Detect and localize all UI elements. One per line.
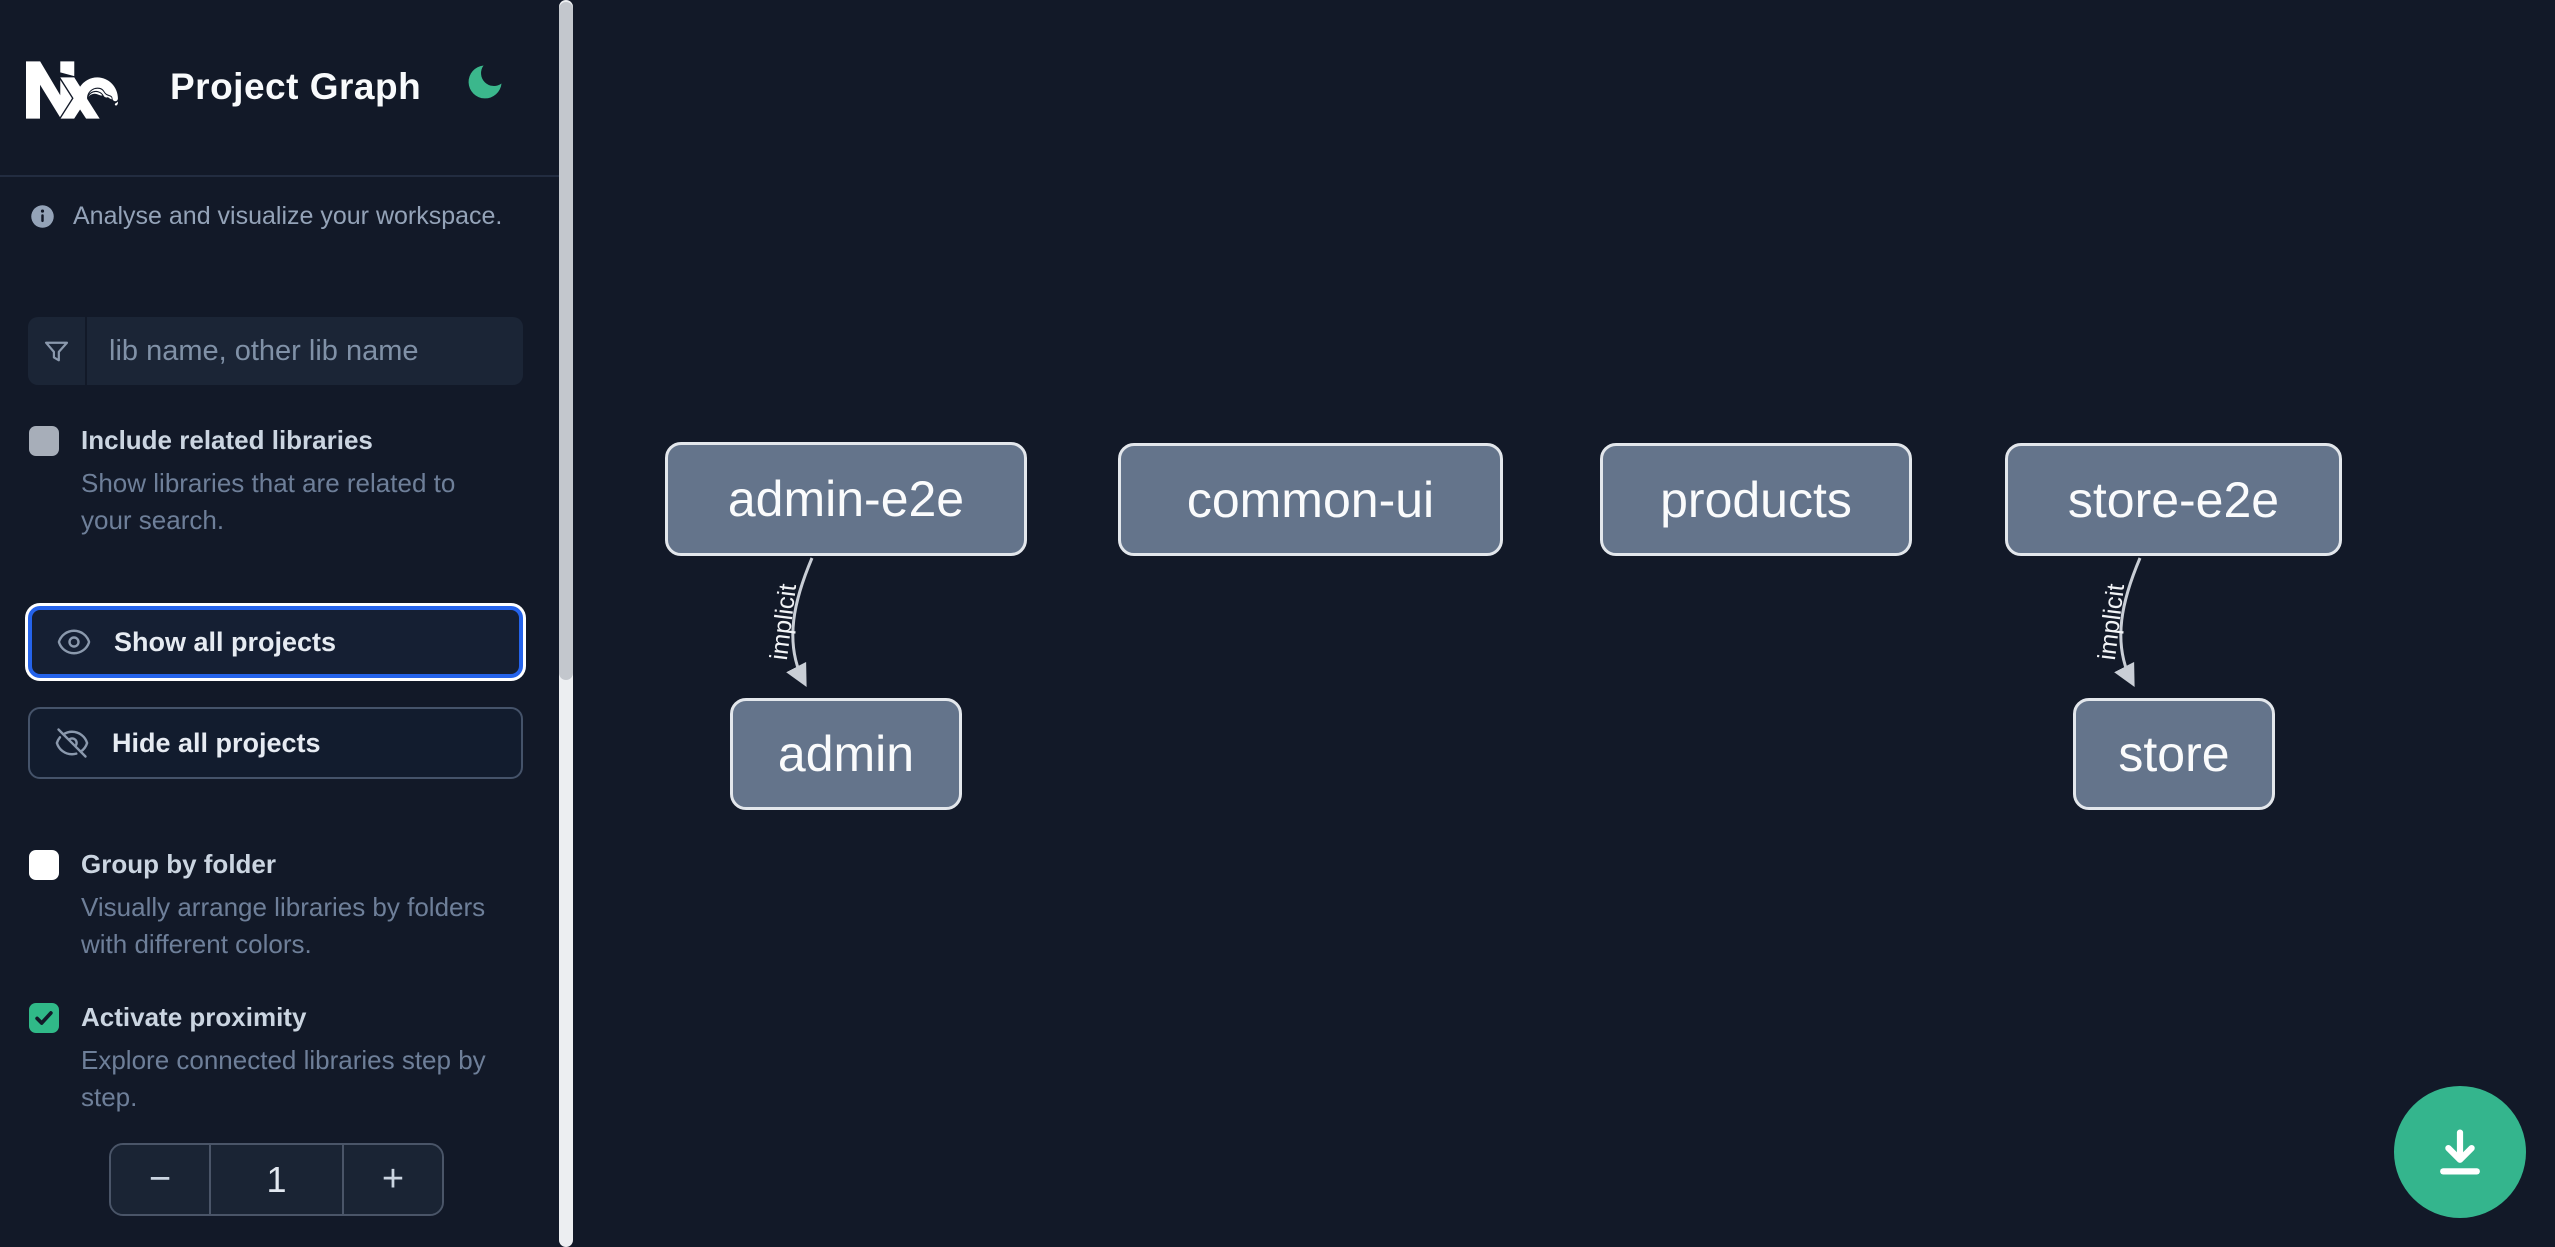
proximity-depth-value: 1 bbox=[209, 1145, 344, 1214]
node-admin[interactable]: admin bbox=[730, 698, 962, 810]
group-by-folder-checkbox[interactable] bbox=[29, 850, 59, 880]
eye-icon bbox=[57, 629, 91, 655]
graph-edges bbox=[786, 557, 2142, 687]
nx-logo bbox=[26, 61, 118, 119]
sidebar-scrollbar-track[interactable] bbox=[559, 0, 573, 1247]
node-products[interactable]: products bbox=[1600, 443, 1912, 556]
workspace-tagline: Analyse and visualize your workspace. bbox=[73, 202, 503, 230]
group-by-folder-description: Visually arrange libraries by folders wi… bbox=[81, 892, 486, 959]
node-store[interactable]: store bbox=[2073, 698, 2275, 810]
graph-canvas[interactable]: implicit implicit admin-e2e common-ui pr… bbox=[573, 0, 2555, 1247]
include-related-checkbox[interactable] bbox=[29, 426, 59, 456]
workspace-tagline-row: Analyse and visualize your workspace. bbox=[29, 202, 502, 231]
sidebar-header: Project Graph bbox=[0, 0, 559, 177]
include-related-label: Include related libraries bbox=[81, 425, 373, 455]
sidebar: Project Graph Analyse and visualize your… bbox=[0, 0, 559, 1247]
show-all-projects-label: Show all projects bbox=[114, 626, 337, 657]
include-related-option: Include related libraries Show libraries… bbox=[29, 424, 511, 539]
edge-store-e2e-store[interactable] bbox=[2114, 557, 2142, 687]
node-common-ui[interactable]: common-ui bbox=[1118, 443, 1503, 556]
decrement-button[interactable]: − bbox=[111, 1145, 209, 1214]
edge-admin-e2e-admin[interactable] bbox=[786, 557, 814, 687]
theme-toggle-button[interactable] bbox=[460, 58, 510, 108]
checkmark-icon bbox=[35, 1011, 53, 1025]
funnel-icon bbox=[28, 317, 87, 385]
include-related-description: Show libraries that are related to your … bbox=[81, 468, 456, 535]
hide-all-projects-button[interactable]: Hide all projects bbox=[28, 707, 523, 779]
show-all-projects-button[interactable]: Show all projects bbox=[28, 606, 523, 678]
download-icon bbox=[2440, 1129, 2480, 1175]
page-title: Project Graph bbox=[170, 66, 422, 107]
activate-proximity-description: Explore connected libraries step by step… bbox=[81, 1045, 486, 1112]
activate-proximity-option: Activate proximity Explore connected lib… bbox=[29, 1001, 511, 1116]
sidebar-scrollbar-thumb[interactable] bbox=[559, 2, 573, 680]
node-admin-e2e[interactable]: admin-e2e bbox=[665, 442, 1027, 556]
node-store-e2e[interactable]: store-e2e bbox=[2005, 443, 2342, 556]
eye-slash-icon bbox=[55, 728, 89, 758]
download-graph-button[interactable] bbox=[2394, 1086, 2526, 1218]
search-input[interactable] bbox=[87, 317, 523, 385]
group-by-folder-label: Group by folder bbox=[81, 849, 276, 879]
activate-proximity-label: Activate proximity bbox=[81, 1002, 307, 1032]
moon-icon bbox=[468, 65, 502, 98]
activate-proximity-checkbox[interactable] bbox=[29, 1003, 59, 1033]
hide-all-projects-label: Hide all projects bbox=[112, 727, 321, 758]
info-icon bbox=[31, 205, 54, 228]
increment-button[interactable]: + bbox=[344, 1145, 442, 1214]
filter-search-box bbox=[28, 317, 523, 385]
proximity-depth-stepper: − 1 + bbox=[109, 1143, 444, 1216]
group-by-folder-option: Group by folder Visually arrange librari… bbox=[29, 848, 511, 963]
